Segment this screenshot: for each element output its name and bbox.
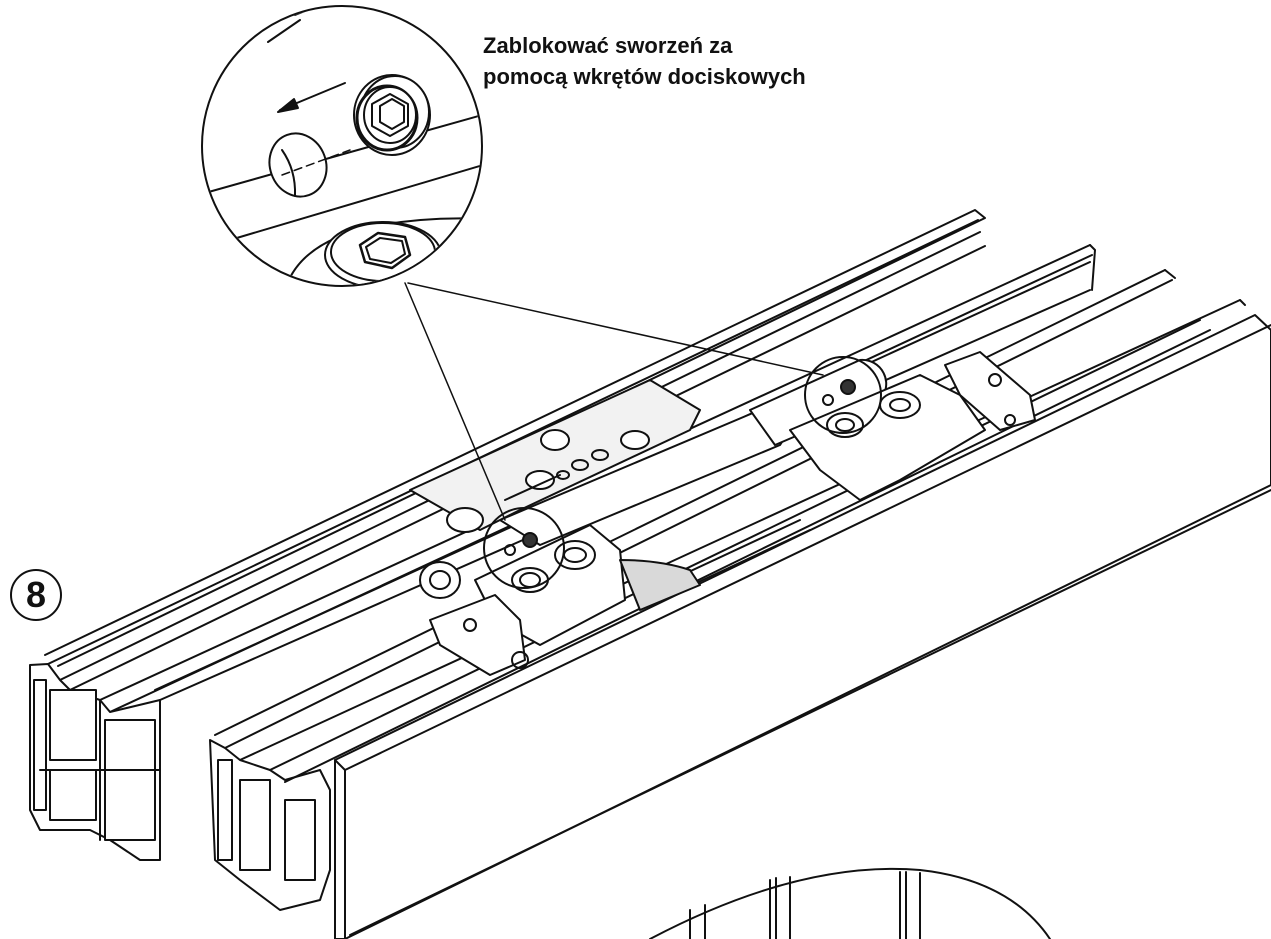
frame-profile-right bbox=[209, 269, 1246, 911]
leader-line-right bbox=[407, 282, 824, 376]
hex-socket-icon bbox=[324, 221, 442, 285]
detail-marker-left bbox=[483, 507, 565, 589]
direction-arrow-icon bbox=[277, 82, 346, 113]
step-number: 8 bbox=[25, 574, 47, 615]
leader-line-left bbox=[404, 282, 506, 521]
callout-line-2: pomocą wkrętów dociskowych bbox=[483, 64, 806, 89]
detail-zoom-circle-bottom bbox=[649, 867, 1051, 939]
callout-text: Zablokować sworzeń za pomocą wkrętów doc… bbox=[483, 30, 806, 92]
callout-line-1: Zablokować sworzeń za bbox=[483, 33, 733, 58]
step-number-badge: 8 bbox=[10, 569, 62, 621]
set-screw-icon bbox=[353, 74, 431, 156]
detail-marker-right bbox=[804, 356, 882, 434]
detail-zoom-circle bbox=[201, 5, 483, 287]
frame-profile-left bbox=[29, 209, 1096, 861]
hinge-assembly bbox=[409, 351, 1036, 676]
sash-profile-front bbox=[334, 314, 1271, 939]
